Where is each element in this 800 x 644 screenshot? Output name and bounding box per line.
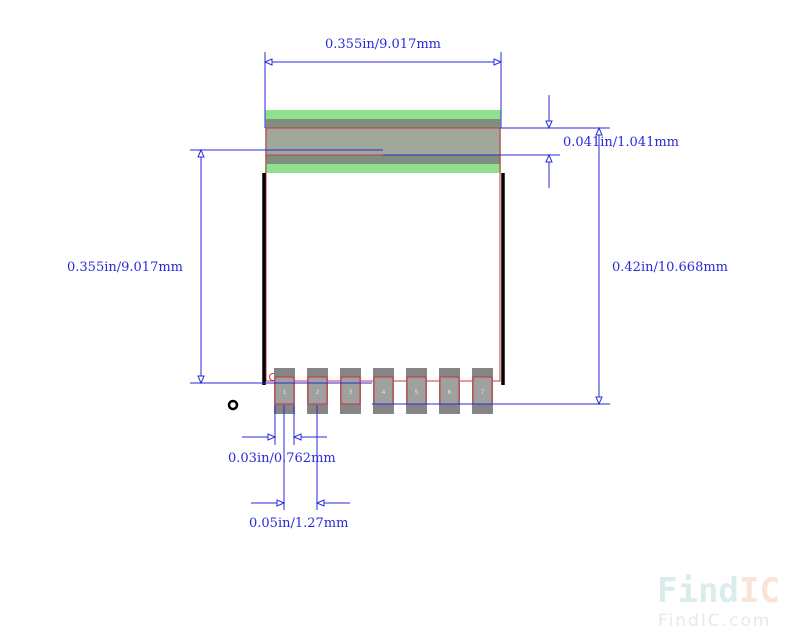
pad-3: 3 [340,368,361,414]
pad-outline [340,376,361,405]
dimension-lines [190,52,610,510]
pad-1: 1 [274,368,295,414]
pad-number: 1 [283,389,287,396]
pin1-indicator-dot [227,399,239,411]
pad-number: 5 [415,389,419,396]
top-tab [265,110,501,173]
pad-number: 7 [481,389,485,396]
dim-right-height-label: 0.42in/10.668mm [612,260,728,275]
dim-left-height-label: 0.355in/9.017mm [67,260,183,275]
pad-4: 4 [373,368,394,414]
pad-5: 5 [406,368,427,414]
pad-6: 6 [439,368,460,414]
dim-pad-pitch-label: 0.05in/1.27mm [249,516,348,531]
dim-top-width-label: 0.355in/9.017mm [325,37,441,52]
dim-tab-height-label: 0.041in/1.041mm [563,135,679,150]
pad-outline [274,376,295,405]
pads: 1 2 3 4 5 6 7 [274,368,493,414]
tab-light-band [266,128,500,155]
pad-number: 4 [382,389,386,396]
pad-outline [307,376,328,405]
pad-7: 7 [472,368,493,414]
watermark-logo-find: Find [657,571,739,611]
pad-number: 6 [448,389,452,396]
dim-pad-width-label: 0.03in/0.762mm [228,451,336,466]
findic-watermark: Find IC FindIC.com [657,571,780,631]
pad-2: 2 [307,368,328,414]
pad-number: 2 [316,389,320,396]
watermark-logo-ic: IC [739,571,780,611]
pad-number: 3 [349,389,353,396]
watermark-url: FindIC.com [658,611,771,631]
